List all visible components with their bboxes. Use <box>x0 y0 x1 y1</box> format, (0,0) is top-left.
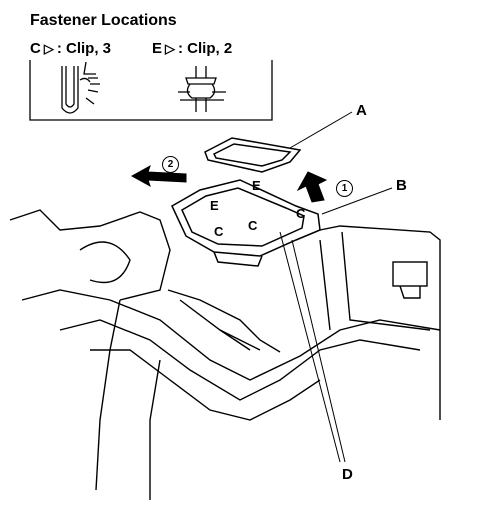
legend-label: : Clip, 3 <box>56 40 112 57</box>
step-2-badge: 2 <box>162 156 179 173</box>
legend-label: : Clip, 2 <box>178 40 233 57</box>
legend-clip-c: C▷: Clip, 3 <box>30 40 111 57</box>
console-body-outline <box>9 209 441 500</box>
cover-a-outline <box>204 137 302 173</box>
triangle-icon: ▷ <box>43 41 54 56</box>
clip-mark-e: E <box>252 178 261 193</box>
clip-mark-c: C <box>296 206 306 221</box>
step-1-badge: 1 <box>336 180 353 197</box>
arrow-icon <box>130 164 328 203</box>
callout-a: A <box>356 102 367 119</box>
clip-mark-c: C <box>214 224 224 239</box>
legend-letter: C <box>30 40 41 57</box>
clip-mark-e: E <box>210 198 219 213</box>
callout-b: B <box>396 177 407 194</box>
legend-letter: E <box>152 40 163 57</box>
legend-clip-e: E▷: Clip, 2 <box>152 40 232 57</box>
page-title: Fastener Locations <box>30 12 177 29</box>
clip-detail-inset <box>29 60 273 121</box>
clip-e-detail-icon <box>178 66 226 112</box>
triangle-icon: ▷ <box>165 41 176 56</box>
leader-lines <box>279 111 393 463</box>
clip-c-detail-icon <box>61 61 100 114</box>
clip-mark-c: C <box>248 218 258 233</box>
console-tray-outline <box>171 179 321 267</box>
callout-d: D <box>342 466 353 483</box>
